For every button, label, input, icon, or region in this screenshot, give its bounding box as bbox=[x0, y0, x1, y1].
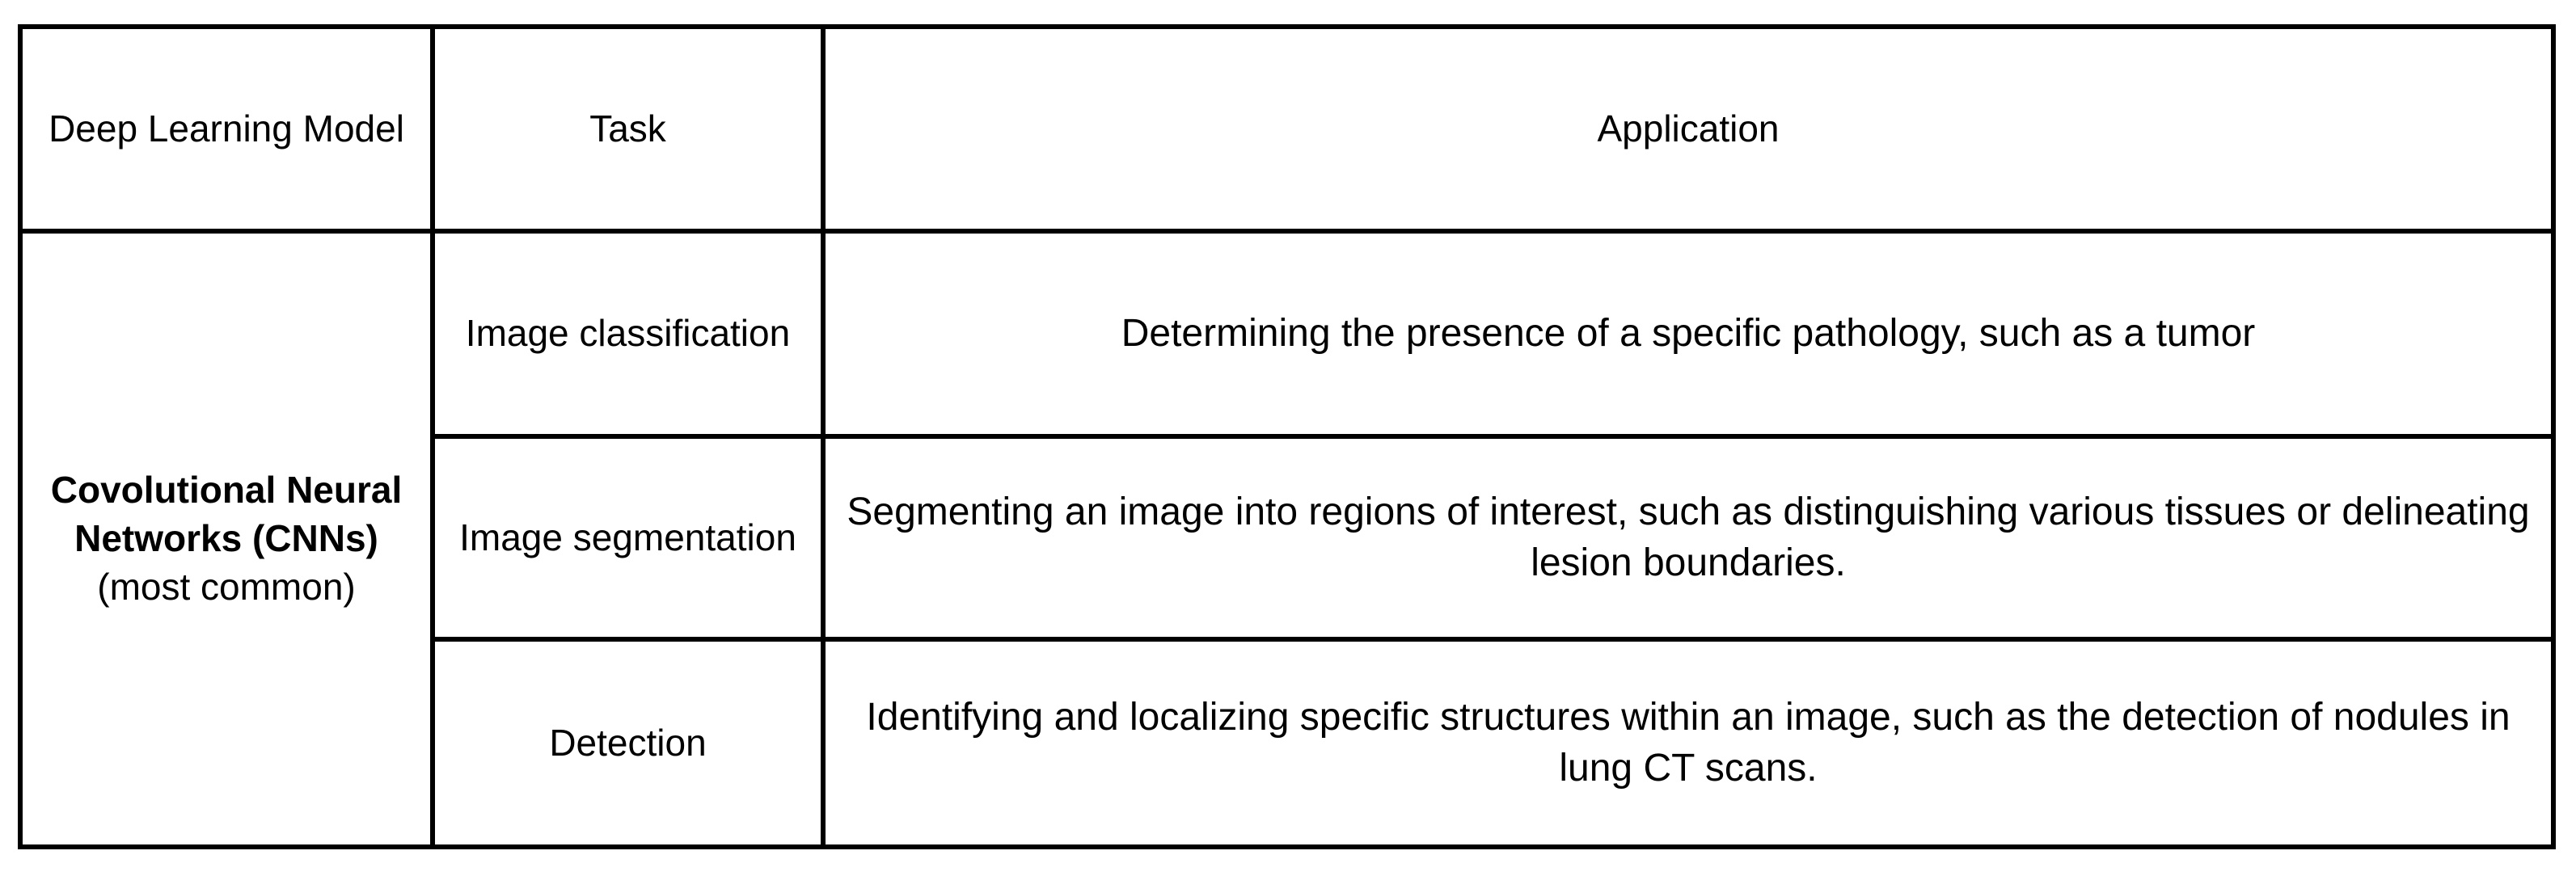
task-cell-image-classification: Image classification bbox=[430, 229, 826, 439]
model-group-note: (most common) bbox=[97, 565, 356, 608]
application-cell-detection: Identifying and localizing specific stru… bbox=[821, 637, 2556, 849]
application-cell-image-classification: Determining the presence of a specific p… bbox=[821, 229, 2556, 439]
application-cell-image-segmentation: Segmenting an image into regions of inte… bbox=[821, 434, 2556, 642]
task-cell-detection: Detection bbox=[430, 637, 826, 849]
model-group-cell-cnn: Covolutional Neural Networks (CNNs) (mos… bbox=[18, 229, 435, 849]
table-row: Covolutional Neural Networks (CNNs) (mos… bbox=[18, 229, 2556, 849]
column-header-deep-learning-model: Deep Learning Model bbox=[18, 24, 435, 234]
task-cell-image-segmentation: Image segmentation bbox=[430, 434, 826, 642]
table-header-row: Deep Learning Model Task Application bbox=[18, 24, 2556, 234]
table-row: Image segmentation Segmenting an image i… bbox=[20, 434, 2556, 642]
table-row: Detection Identifying and localizing spe… bbox=[20, 637, 2556, 849]
column-header-application: Application bbox=[821, 24, 2556, 234]
model-group-name: Covolutional Neural Networks (CNNs) bbox=[50, 469, 403, 560]
deep-learning-models-table: Deep Learning Model Task Application Cov… bbox=[18, 24, 2556, 849]
column-header-task: Task bbox=[430, 24, 826, 234]
